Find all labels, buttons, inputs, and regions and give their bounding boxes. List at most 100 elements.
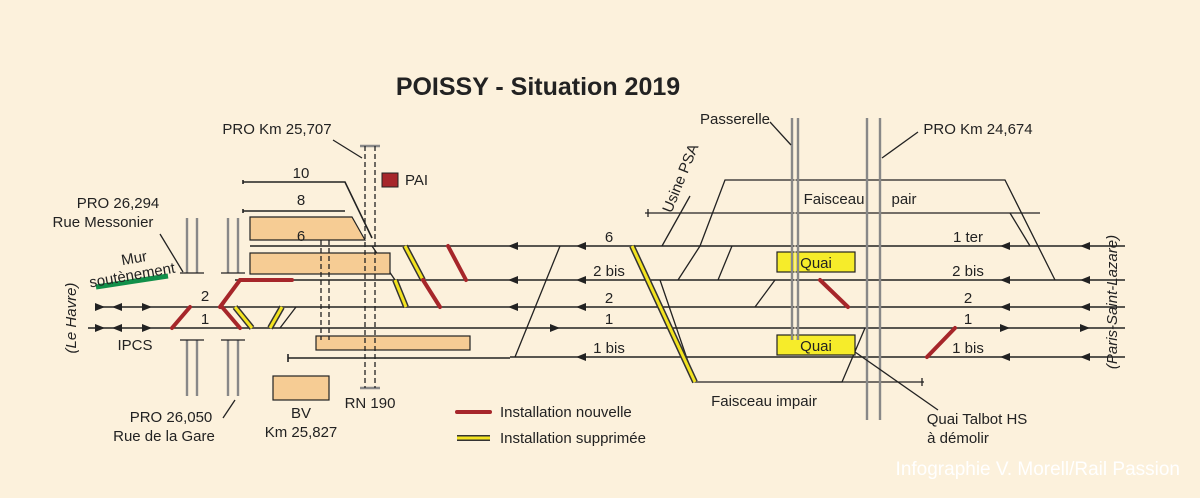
label-faisceau-impair: Faisceau impair [711,393,817,410]
diagram-title: POISSY - Situation 2019 [396,73,680,101]
removed-segment [403,245,425,281]
label-ipcs: IPCS [117,337,152,354]
label-le-havre: (Le Havre) [63,283,80,354]
track-label-8: 8 [297,192,305,209]
arrow-icon [576,303,586,311]
label-bv: BV [291,405,311,422]
arrow-icon [1080,242,1090,250]
arrow-icon [1080,276,1090,284]
label-rue-messonier: Rue Messonier [53,214,154,231]
platform-upper [249,216,367,241]
quai-top [776,251,856,273]
new-segment [220,305,242,330]
removed-installations [232,244,698,384]
removed-segment [268,306,284,329]
arrow-icon [1080,324,1090,332]
arrow-icon [1000,324,1010,332]
junction-line [717,245,733,281]
label-pai: PAI [405,172,428,189]
pai-marker [381,172,399,188]
junction-line [661,195,691,247]
bridges [180,118,882,420]
leader-lines [159,121,939,419]
arrow-icon [1000,353,1010,361]
legend: Installation nouvelle Installation suppr… [455,404,646,447]
legend-label-new: Installation nouvelle [500,404,632,421]
track-labels: 10 8 6 2 1 6 2 bis 2 1 1 bis 1 ter 2 bis… [201,165,984,357]
arrow-icon [1000,276,1010,284]
leader-line [881,131,919,159]
removed-segment [233,306,254,329]
leader-line [332,139,363,159]
main-tracks [88,245,1125,358]
label-quai-talbot: Quai Talbot HS [927,411,1028,428]
label-paris-saint-lazare: (Paris-Saint-Lazare) [1104,235,1121,369]
platform-middle [249,252,391,275]
track-10 [243,181,373,239]
track-label-1bis: 1 bis [593,340,625,357]
track-label-2-right: 2 [964,290,972,307]
label-pair: pair [891,191,916,208]
new-segment [446,244,468,282]
leader-line [854,351,939,411]
new-segment [925,326,957,359]
faisceau-pair-outline [699,179,1056,281]
removed-segment [393,279,408,308]
credit-text: Infographie V. Morell/Rail Passion [896,459,1180,480]
direction-arrows [95,242,1090,361]
track-label-10: 10 [293,165,310,182]
arrow-icon [508,276,518,284]
label-usine-psa: Usine PSA [659,141,702,215]
arrow-icon [1000,242,1010,250]
track-label-6-left: 6 [297,228,305,245]
label-pro-26050: PRO 26,050 [130,409,213,426]
label-rn190: RN 190 [345,395,396,412]
arrow-icon [550,324,560,332]
junction-line [279,306,297,329]
track-label-6: 6 [605,229,613,246]
track-label-2bis: 2 bis [593,263,625,280]
label-faisceau: Faisceau [804,191,865,208]
new-segment [170,305,192,330]
arrow-icon [1080,353,1090,361]
label-rue-de-la-gare: Rue de la Gare [113,428,215,445]
track-label-2: 2 [605,290,613,307]
label-quai-top: Quai [800,255,832,272]
track-label-1-left: 1 [201,311,209,328]
label-quai-bottom: Quai [800,338,832,355]
arrow-icon [576,242,586,250]
leader-line [159,233,184,273]
removed-segment [630,245,697,383]
label-mur: Mur [120,248,148,269]
track-label-1-right: 1 [964,311,972,328]
stub-tracks-left [242,180,510,362]
track-label-1: 1 [605,311,613,328]
leader-line [222,399,236,419]
new-segment [818,278,850,309]
label-bv-km: Km 25,827 [265,424,338,441]
junction-line [514,245,561,358]
junction-line [677,245,701,281]
junction-line [1009,212,1031,247]
label-pro-26294: PRO 26,294 [77,195,160,212]
bv-building [272,375,330,401]
arrow-icon [95,303,122,311]
arrow-icon [508,303,518,311]
mur-soutenement [95,273,169,290]
track-label-2bis-right: 2 bis [952,263,984,280]
leader-line [769,121,792,146]
arrow-icon [142,303,152,311]
label-pro-25707: PRO Km 25,707 [222,121,331,138]
track-label-2-left: 2 [201,288,209,305]
label-pro-24674: PRO Km 24,674 [923,121,1032,138]
arrow-icon [95,324,122,332]
label-a-demolir: à démolir [927,430,989,447]
arrow-icon [142,324,152,332]
platforms [249,216,856,401]
track-label-1ter-right: 1 ter [953,229,983,246]
legend-label-removed: Installation supprimée [500,430,646,447]
arrow-icon [1000,303,1010,311]
arrow-icon [576,276,586,284]
